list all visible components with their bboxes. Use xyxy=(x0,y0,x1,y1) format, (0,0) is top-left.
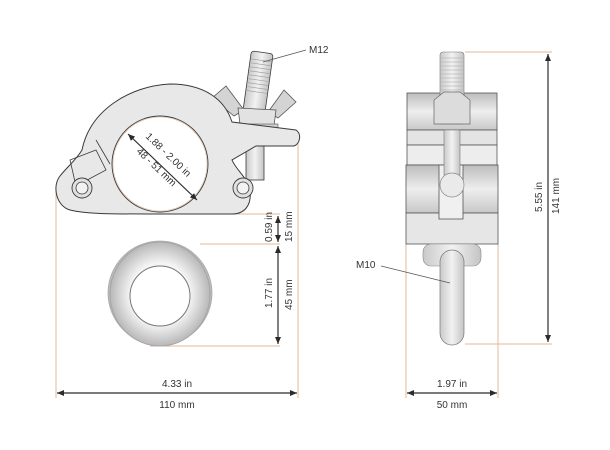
side-height-metric: 141 mm xyxy=(551,178,562,214)
bolt-thread-label: M12 xyxy=(309,45,329,56)
side-extension-lines xyxy=(405,51,552,398)
m12-callout: M12 xyxy=(262,45,329,63)
side-width-imperial: 1.97 in xyxy=(437,379,467,390)
side-width-dimension: 1.97 in 50 mm xyxy=(407,379,497,411)
front-width-imperial: 4.33 in xyxy=(162,379,192,390)
side-width-metric: 50 mm xyxy=(437,400,468,411)
neck-height-imperial: 0.59 in xyxy=(264,212,275,242)
neck-height-dimension: 0.59 in 15 mm xyxy=(264,211,295,242)
side-height-dimension: 5.55 in 141 mm xyxy=(534,54,562,342)
eye-height-metric: 45 mm xyxy=(284,279,295,310)
front-view: 1.88 - 2.00 in 48 - 51 mm M12 0.59 in 15… xyxy=(55,45,329,411)
m10-callout: M10 xyxy=(356,260,451,284)
eye-height-dimension: 1.77 in 45 mm xyxy=(264,246,295,344)
front-width-dimension: 4.33 in 110 mm xyxy=(57,379,297,411)
side-view: M10 5.55 in 141 mm 1.97 in 50 mm xyxy=(356,51,562,411)
eye-bolt-thread-label: M10 xyxy=(356,260,376,271)
eye-bolt xyxy=(107,240,213,347)
eye-height-imperial: 1.77 in xyxy=(264,278,275,308)
front-width-metric: 110 mm xyxy=(159,400,194,411)
side-bolt xyxy=(433,51,471,198)
neck-height-metric: 15 mm xyxy=(284,211,295,242)
side-height-imperial: 5.55 in xyxy=(534,182,545,212)
side-eye-bolt xyxy=(422,243,482,346)
